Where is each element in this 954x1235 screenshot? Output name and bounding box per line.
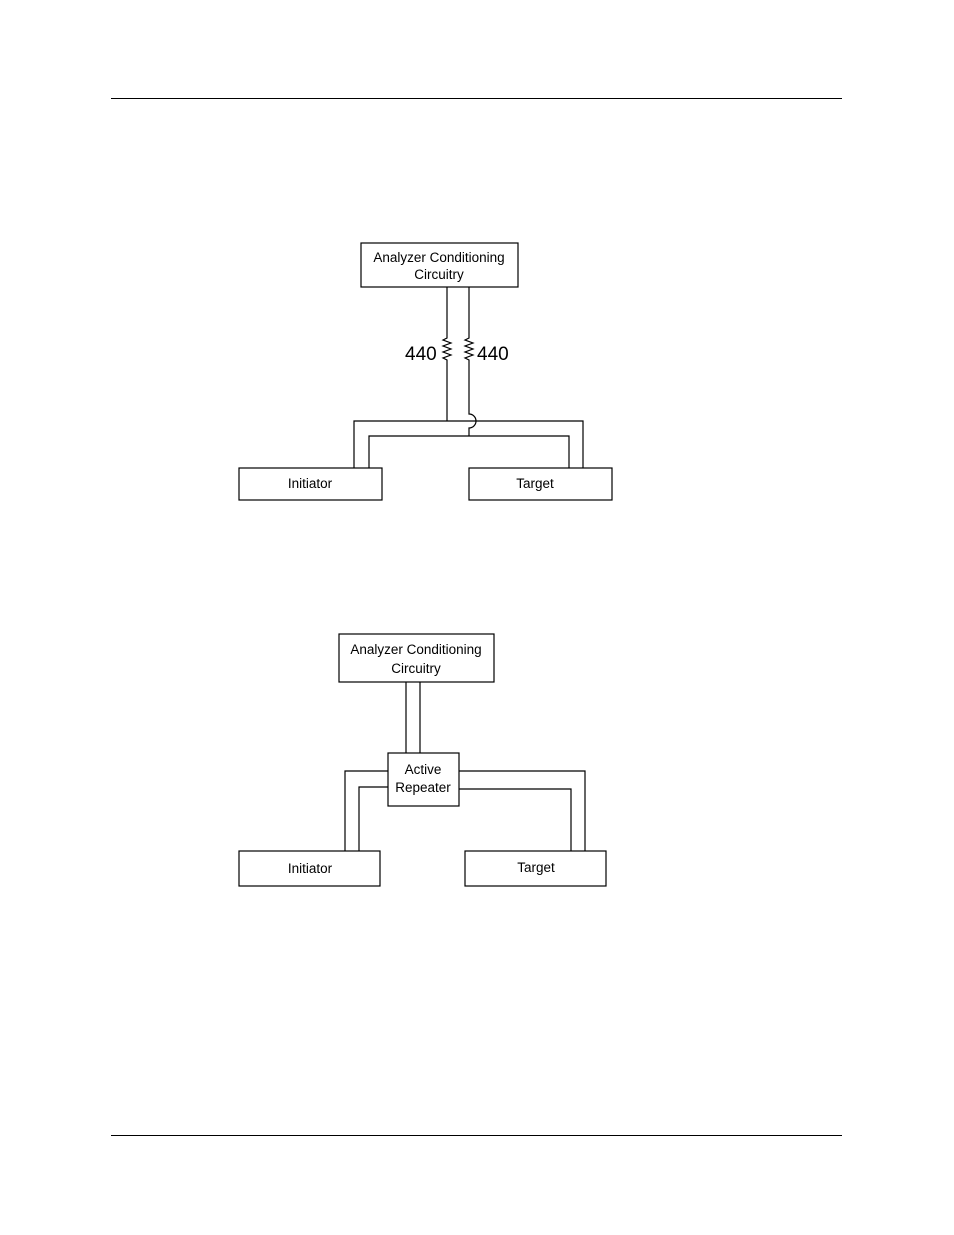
repeater-label-a: Active [405,762,442,777]
analyzer-label-1a: Analyzer Conditioning [373,250,504,265]
target-label-1: Target [516,476,554,491]
resistor-left-value: 440 [405,344,437,365]
resistor-left [443,287,451,421]
analyzer-label-2b: Circuitry [391,661,441,676]
initiator-label-1: Initiator [288,476,333,491]
target-label-2: Target [517,860,555,875]
analyzer-label-2a: Analyzer Conditioning [350,642,481,657]
diagram-resistor-tap: Analyzer Conditioning Circuitry 440 440 … [239,243,612,500]
bus-right-outer-2 [459,771,585,851]
bus-left-inner-2 [359,787,388,851]
repeater-label-b: Repeater [395,780,451,795]
diagram-active-repeater: Analyzer Conditioning Circuitry Active R… [239,634,606,886]
resistor-right-value: 440 [477,344,509,365]
initiator-label-2: Initiator [288,861,333,876]
resistor-right [465,287,476,436]
bus-inner-line-1 [369,436,569,468]
analyzer-label-1b: Circuitry [414,267,464,282]
bus-left-outer-2 [345,771,388,851]
bus-right-inner-2 [459,789,571,851]
